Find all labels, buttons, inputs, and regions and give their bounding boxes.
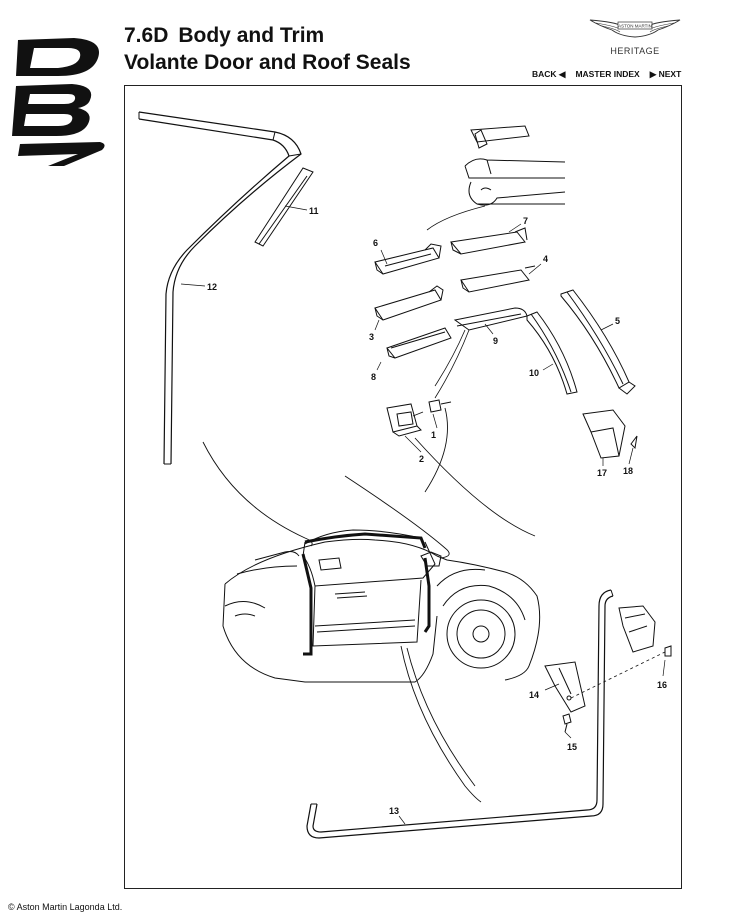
exploded-parts-diagram: 1 2 3 4 5 6 7 8 9 10 11 12 13 14 15 16 1… <box>138 111 672 839</box>
roof-seal-part-12 <box>138 111 302 465</box>
callout-label: 17 <box>597 468 607 478</box>
seal-strip-part-11 <box>254 167 314 247</box>
seal-part-9 <box>434 307 528 399</box>
seal-part-6 <box>374 243 442 275</box>
callout-12: 12 <box>180 282 217 292</box>
callout-5: 5 <box>600 316 620 331</box>
door-seal-part-13 <box>306 589 614 839</box>
callout-1: 1 <box>431 413 438 440</box>
back-link[interactable]: BACK ◀ <box>532 69 566 79</box>
callout-3: 3 <box>369 319 380 342</box>
diagram-frame: 1 2 3 4 5 6 7 8 9 10 11 12 13 14 15 16 1… <box>124 85 682 889</box>
callout-label: 2 <box>419 454 424 464</box>
callout-label: 15 <box>567 742 577 752</box>
callout-4: 4 <box>528 254 548 275</box>
callout-label: 18 <box>623 466 633 476</box>
callout-label: 5 <box>615 316 620 326</box>
leader-lines <box>202 407 536 559</box>
bracket-part-17 <box>582 409 626 459</box>
callout-label: 3 <box>369 332 374 342</box>
seal-part-8 <box>386 327 452 359</box>
aston-martin-wings-logo: ASTON MARTIN <box>589 19 681 38</box>
callout-label: 11 <box>309 206 319 216</box>
callout-label: 8 <box>371 372 376 382</box>
callout-label: 9 <box>493 336 498 346</box>
callout-2: 2 <box>404 435 424 464</box>
clip-part-2 <box>386 403 422 437</box>
seal-part-5 <box>560 289 636 395</box>
callout-7: 7 <box>508 216 528 233</box>
screw-part-15 <box>562 713 572 733</box>
callout-10: 10 <box>529 363 554 378</box>
callout-6: 6 <box>373 238 388 265</box>
callout-label: 16 <box>657 680 667 690</box>
callout-15: 15 <box>564 731 577 752</box>
callout-label: 12 <box>207 282 217 292</box>
page-title: 7.6D Body and Trim Volante Door and Roof … <box>124 22 411 76</box>
callout-labels: 1 2 3 4 5 6 7 8 9 10 11 12 13 14 15 16 1… <box>180 205 667 825</box>
master-index-link[interactable]: MASTER INDEX <box>575 69 640 79</box>
seal-profile-sections <box>426 125 566 231</box>
callout-label: 1 <box>431 430 436 440</box>
bracket-part-14 <box>544 661 586 713</box>
seal-part-4 <box>460 265 536 293</box>
seal-part-3 <box>374 285 444 321</box>
navigation-bar: BACK ◀ MASTER INDEX ▶ NEXT <box>532 69 681 80</box>
callout-13: 13 <box>389 806 406 825</box>
copyright-footer: © Aston Martin Lagonda Ltd. <box>8 902 123 912</box>
car-body-outline <box>222 529 541 803</box>
callout-label: 4 <box>543 254 548 264</box>
callout-8: 8 <box>371 361 382 382</box>
heritage-label: HERITAGE <box>610 46 660 56</box>
callout-14: 14 <box>529 683 560 700</box>
screw-part-1 <box>412 399 452 417</box>
next-link[interactable]: ▶ NEXT <box>649 69 682 79</box>
callout-label: 6 <box>373 238 378 248</box>
pin-part-18 <box>630 435 638 450</box>
page-subtitle: Volante Door and Roof Seals <box>124 51 411 74</box>
callout-11: 11 <box>284 205 319 216</box>
badge-text: ASTON MARTIN <box>618 24 652 29</box>
callout-label: 10 <box>529 368 539 378</box>
callout-label: 14 <box>529 690 539 700</box>
bracket-part-16 <box>570 605 672 699</box>
db7-logo <box>12 38 105 166</box>
callout-label: 7 <box>523 216 528 226</box>
section-title: Body and Trim <box>178 24 325 47</box>
callout-9: 9 <box>484 323 498 346</box>
callout-18: 18 <box>623 447 634 476</box>
seal-part-7 <box>450 227 528 255</box>
callout-16: 16 <box>657 659 667 690</box>
section-number: 7.6D <box>124 24 169 47</box>
callout-label: 13 <box>389 806 399 816</box>
callout-17: 17 <box>597 458 607 478</box>
seal-part-10 <box>526 311 578 395</box>
